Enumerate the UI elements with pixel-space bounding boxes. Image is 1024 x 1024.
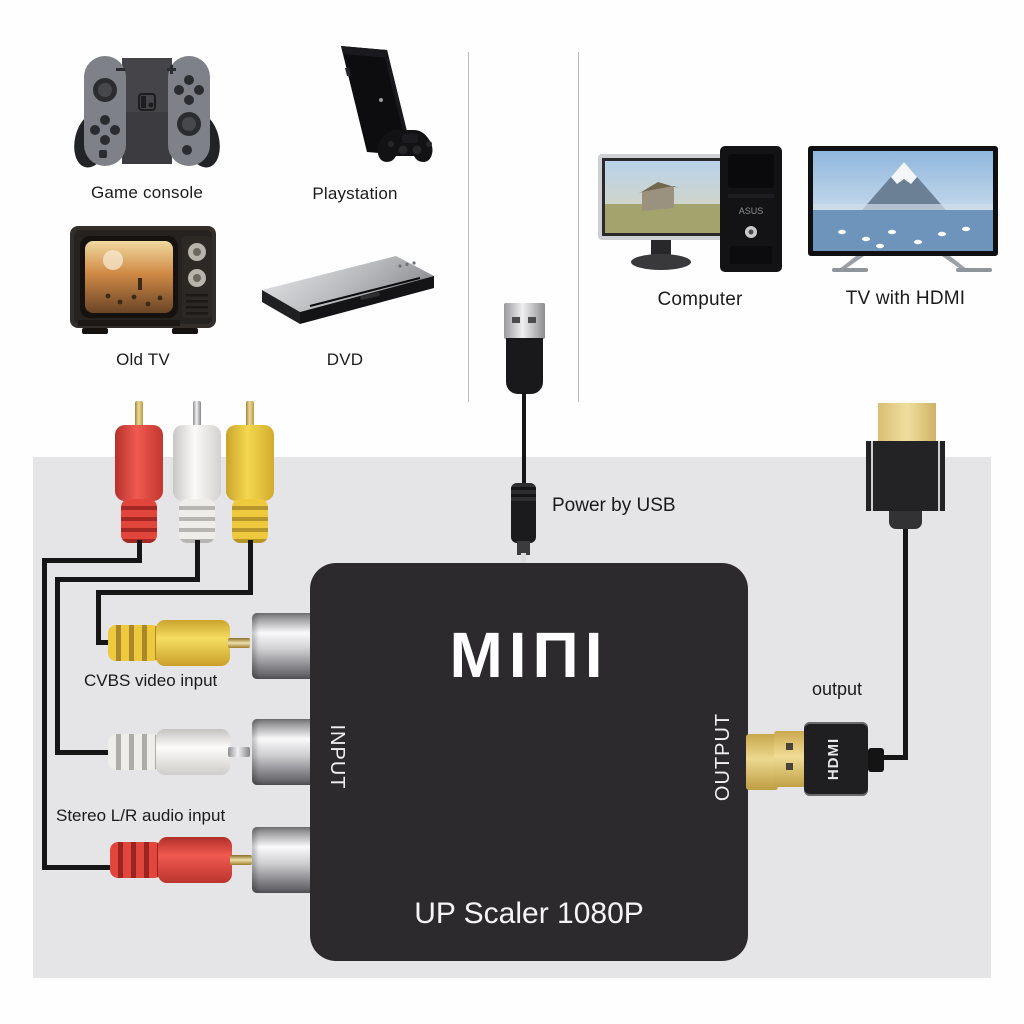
- rca-yellow-tip: [228, 638, 250, 648]
- rca-red-strain-relief: [121, 499, 157, 543]
- micro-usb-wire-tip: [521, 553, 526, 563]
- rca-white-tip: [193, 401, 201, 427]
- computer-icon: ASUS: [598, 146, 782, 272]
- tv-hdmi-icon: [808, 146, 998, 272]
- old-tv-illustration: [68, 220, 218, 342]
- rca-jack-video: [252, 613, 316, 679]
- hdmi-plug-gold-connector: [774, 731, 806, 787]
- rca-white-strain-relief: [108, 734, 160, 770]
- rca-red-tip: [230, 855, 252, 865]
- computer-illustration: ASUS: [598, 146, 788, 288]
- wire-white: [55, 750, 113, 755]
- hdmi-connector-large-gold: [878, 403, 936, 443]
- dvd-label: DVD: [326, 350, 364, 369]
- rca-yellow-strain-relief: [232, 499, 268, 543]
- rca-plug-red-horizontal: [110, 837, 252, 883]
- rca-yellow-body: [226, 425, 274, 501]
- usb-contact-hole: [512, 317, 520, 323]
- hdmi-pin: [786, 763, 793, 770]
- rca-yellow-tip: [246, 401, 254, 427]
- game-console-illustration: [72, 52, 222, 177]
- rca-white-tip: [228, 747, 250, 757]
- game-console-label: Game console: [90, 183, 203, 202]
- hdmi-output-port: [746, 734, 778, 790]
- wire-yellow: [96, 590, 253, 595]
- rca-jack-audio-left: [252, 719, 316, 785]
- hdmi-pin: [786, 743, 793, 750]
- rca-plug-yellow-vertical: [226, 401, 274, 543]
- wire-red: [42, 865, 114, 870]
- rca-red-strain-relief: [110, 842, 162, 878]
- usb-contact-hole: [528, 317, 536, 323]
- wire-yellow: [96, 590, 101, 645]
- dvd-illustration: [248, 250, 438, 332]
- tv-hdmi-label: TV with HDMI: [845, 288, 966, 309]
- brand-logo: MIΠI: [449, 619, 609, 691]
- rca-red-body: [158, 837, 232, 883]
- rca-white-strain-relief: [179, 499, 215, 543]
- wire-red: [42, 558, 142, 563]
- input-side-label: INPUT: [326, 724, 348, 790]
- hdmi-connector-large-body: [866, 441, 945, 511]
- divider-line-left: [468, 52, 469, 402]
- rca-yellow-strain-relief: [108, 625, 160, 661]
- old-tv-icon: [70, 226, 216, 334]
- tv-hdmi-illustration: [808, 146, 1003, 278]
- hdmi-plug-label: HDMI: [825, 737, 842, 781]
- usb-a-connector-body: [506, 338, 543, 394]
- cvbs-input-label: CVBS video input: [84, 671, 218, 690]
- wire-red: [42, 558, 47, 870]
- rca-white-body: [173, 425, 221, 501]
- wire-white: [55, 577, 60, 755]
- divider-line-right: [578, 52, 579, 402]
- rca-plug-yellow-horizontal: [108, 620, 250, 666]
- rca-red-tip: [135, 401, 143, 427]
- rca-white-body: [156, 729, 230, 775]
- hdmi-cable: [903, 528, 908, 760]
- rca-jack-audio-right: [252, 827, 316, 893]
- game-console-icon: [74, 56, 220, 168]
- playstation-icon: [341, 46, 433, 162]
- old-tv-label: Old TV: [116, 350, 170, 369]
- rca-yellow-body: [156, 620, 230, 666]
- wire-yellow: [248, 540, 253, 595]
- micro-usb-tip: [517, 541, 530, 555]
- power-by-usb-label: Power by USB: [552, 495, 676, 516]
- hdmi-cable: [882, 755, 908, 760]
- rca-plug-red-vertical: [115, 401, 163, 543]
- rca-red-body: [115, 425, 163, 501]
- hdmi-highlight: [938, 441, 940, 511]
- playstation-label: Playstation: [312, 184, 398, 203]
- stereo-input-label: Stereo L/R audio input: [56, 806, 226, 825]
- hdmi-plug-neck: [868, 748, 884, 772]
- micro-usb-grip: [511, 483, 536, 501]
- micro-usb-connector: [511, 483, 536, 543]
- usb-a-connector-metal: [504, 303, 545, 339]
- converter-box: MIΠI UP Scaler 1080P: [310, 563, 748, 961]
- hdmi-highlight: [871, 441, 873, 511]
- wire-yellow: [96, 640, 116, 645]
- wire-white: [55, 577, 200, 582]
- dvd-icon: [262, 256, 434, 324]
- hdmi-plug-body: HDMI: [804, 722, 868, 796]
- computer-tower-brand: ASUS: [739, 206, 764, 216]
- usb-cable: [522, 392, 526, 484]
- output-side-label: OUTPUT: [712, 712, 734, 802]
- output-label: output: [812, 679, 863, 699]
- rca-plug-white-horizontal: [108, 729, 250, 775]
- model-label: UP Scaler 1080P: [414, 897, 644, 930]
- computer-label: Computer: [657, 289, 743, 310]
- rca-plug-white-vertical: [173, 401, 221, 543]
- playstation-illustration: [285, 40, 445, 180]
- wire-white: [195, 540, 200, 582]
- wire-red: [137, 540, 142, 563]
- hdmi-connector-large-neck: [889, 511, 922, 529]
